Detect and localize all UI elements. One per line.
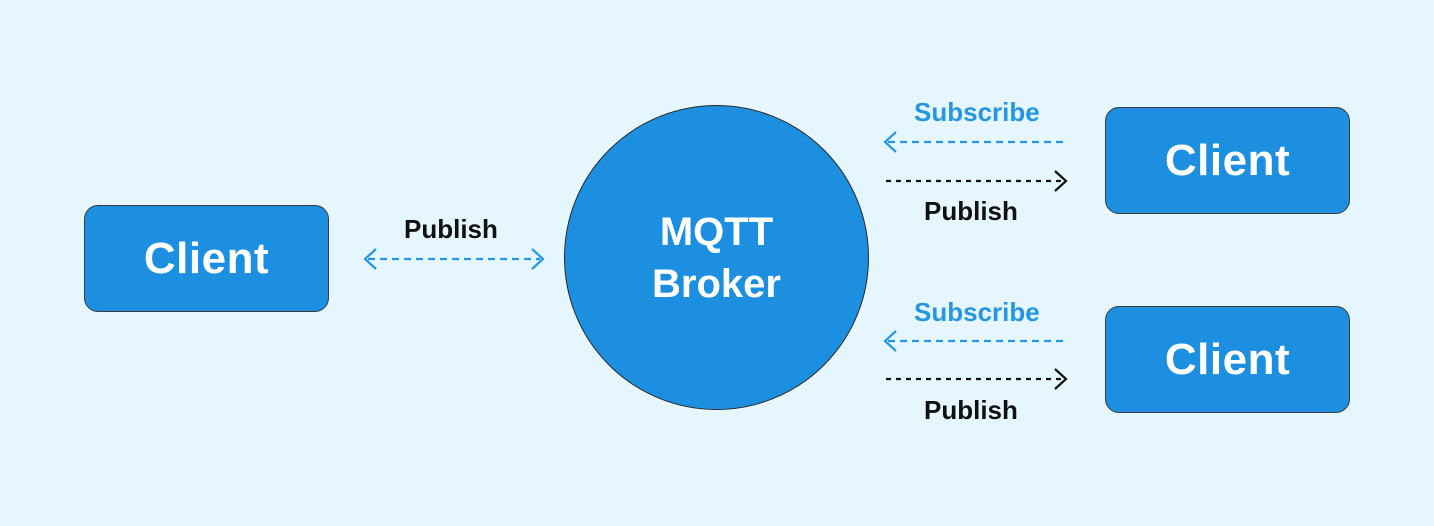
client-node-bottom-right: Client [1105, 306, 1350, 413]
client-node-label: Client [143, 233, 270, 283]
client-node-label: Client [1164, 135, 1291, 185]
left-publish-label: Publish [404, 214, 498, 244]
broker-label-line2: Broker [652, 261, 781, 306]
top-publish-label: Publish [924, 196, 1018, 226]
bottom-publish-arrow [886, 368, 1068, 390]
bottom-publish-label: Publish [924, 395, 1018, 425]
left-publish-arrow [363, 248, 545, 270]
mqtt-broker-node: MQTT Broker [564, 105, 869, 410]
top-subscribe-label: Subscribe [914, 97, 1040, 127]
top-subscribe-arrow [883, 131, 1066, 153]
broker-label-line1: MQTT [659, 209, 774, 254]
client-node-left: Client [84, 205, 329, 312]
bottom-subscribe-arrow [883, 330, 1066, 352]
client-node-label: Client [1164, 334, 1291, 384]
top-publish-arrow [886, 170, 1068, 192]
client-node-top-right: Client [1105, 107, 1350, 214]
bottom-subscribe-label: Subscribe [914, 297, 1040, 327]
